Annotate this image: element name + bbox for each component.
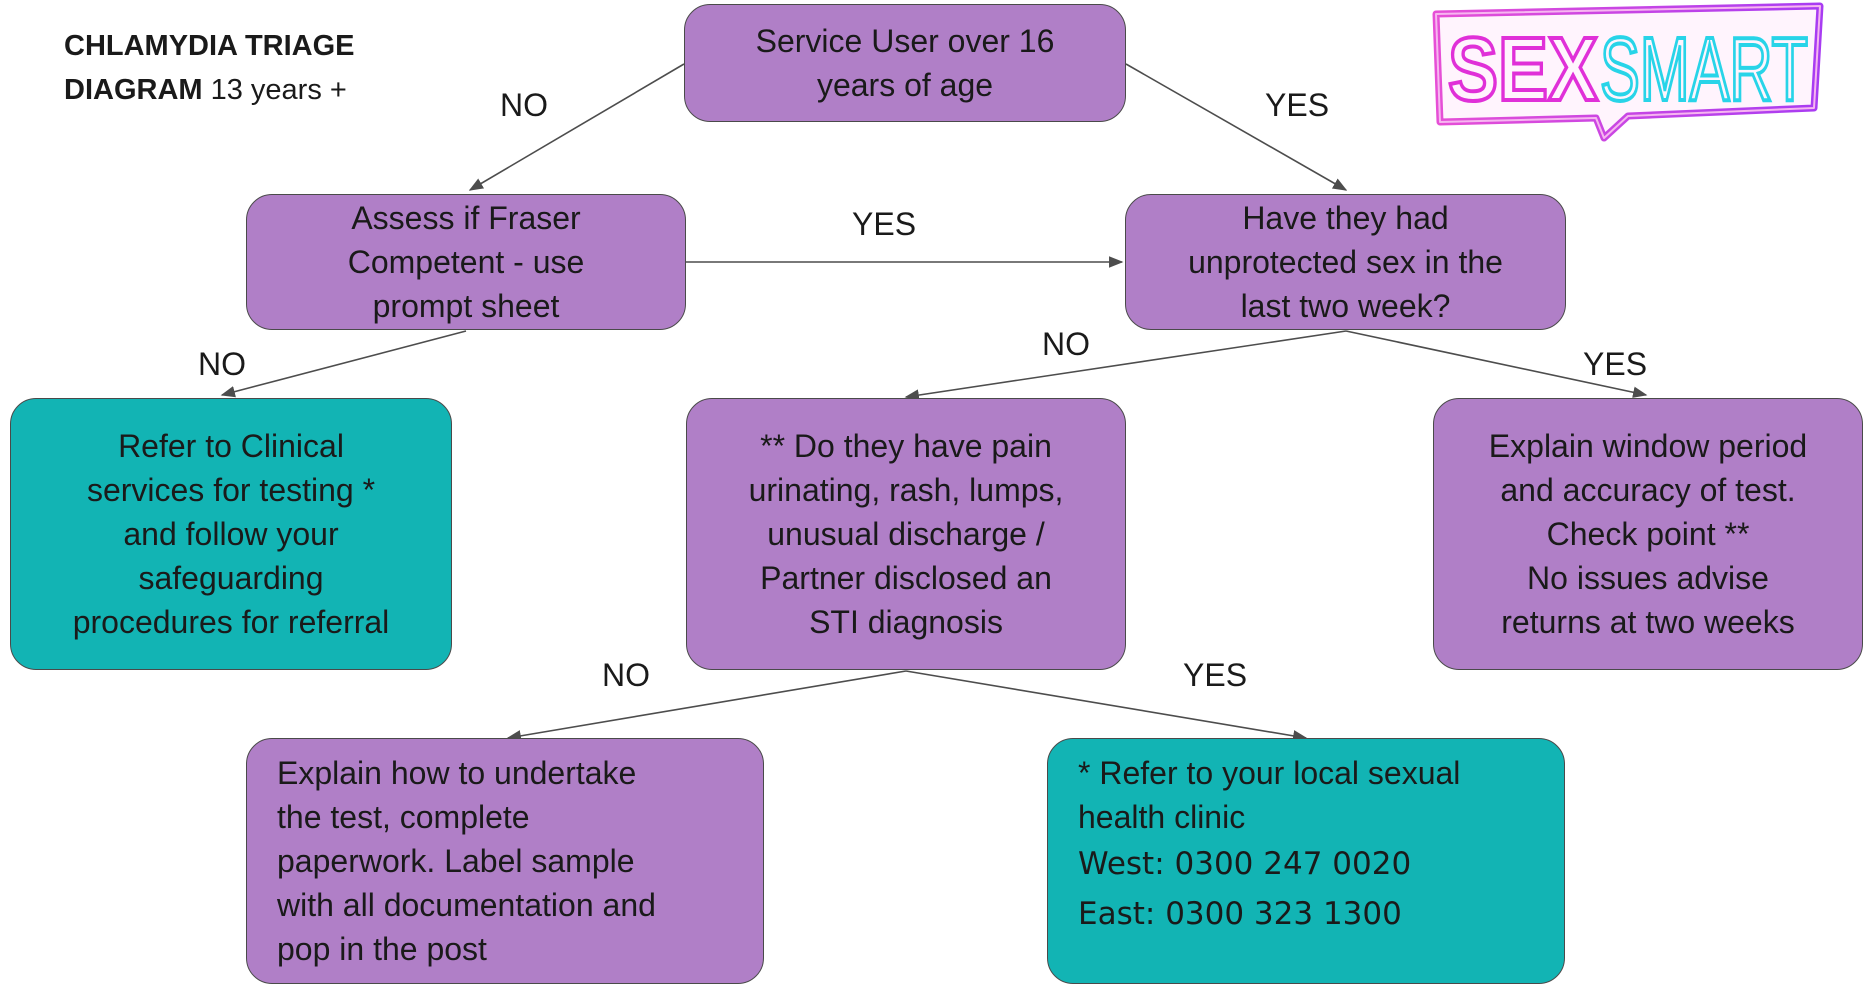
unprotected-line-2: unprotected sex in the — [1188, 244, 1503, 280]
explain-test-line-3: paperwork. Label sample — [277, 843, 635, 879]
age-check-line-1: Service User over 16 — [755, 23, 1055, 59]
window-period-line-3: Check point ** — [1546, 516, 1750, 552]
edge-label-age-yes: YES — [1265, 87, 1330, 123]
symptoms-line-2: urinating, rash, lumps, — [748, 472, 1064, 508]
age-check-node: Service User over 16 years of age — [684, 4, 1126, 122]
logo-smart-text: SMART — [1600, 20, 1808, 120]
explain-test-line-2: the test, complete — [277, 799, 530, 835]
window-period-line-1: Explain window period — [1488, 428, 1808, 464]
explain-test-line-1: Explain how to undertake — [277, 755, 637, 791]
window-period-line-2: and accuracy of test. — [1500, 472, 1796, 508]
title-bold-line1: CHLAMYDIA TRIAGE — [64, 30, 355, 62]
symptoms-line-5: STI diagnosis — [809, 604, 1003, 640]
edge-label-symptoms-yes: YES — [1183, 657, 1248, 693]
connector-unprotected-to-window-period — [1345, 330, 1648, 398]
connector-age-to-unprotected — [1125, 63, 1348, 191]
edge-label-age-no: NO — [500, 87, 548, 123]
title-bold-line2: DIAGRAM — [64, 74, 203, 106]
explain-test-line-5: pop in the post — [277, 931, 487, 967]
sexsmart-logo: SEX SMART — [1432, 2, 1824, 142]
window-period-line-4: No issues advise — [1527, 560, 1769, 596]
east-phone-number: East: 0300 323 1300 — [1078, 896, 1402, 932]
fraser-line-1: Assess if Fraser — [351, 200, 581, 236]
symptoms-node: ** Do they have pain urinating, rash, lu… — [686, 398, 1126, 670]
unprotected-sex-node: Have they had unprotected sex in the las… — [1125, 194, 1566, 330]
refer-clinical-node: Refer to Clinical services for testing *… — [10, 398, 452, 670]
symptoms-line-1: ** Do they have pain — [760, 428, 1052, 464]
connector-fraser-to-refer-clinical — [220, 330, 467, 398]
refer-clinical-line-3: and follow your — [123, 516, 339, 552]
refer-clinical-line-5: procedures for referral — [72, 604, 390, 640]
edge-label-fraser-yes: YES — [852, 206, 917, 242]
unprotected-line-3: last two week? — [1240, 288, 1451, 324]
logo-sex-text: SEX — [1448, 20, 1598, 120]
edge-label-fraser-no: NO — [198, 346, 246, 382]
connector-symptoms-to-refer-local — [905, 670, 1308, 742]
fraser-competence-node: Assess if Fraser Competent - use prompt … — [246, 194, 686, 330]
edge-label-unprotected-yes: YES — [1583, 346, 1648, 382]
fraser-line-2: Competent - use — [347, 244, 585, 280]
refer-local-line-2: health clinic — [1078, 799, 1246, 835]
connector-symptoms-to-explain-test — [506, 670, 907, 742]
window-period-node: Explain window period and accuracy of te… — [1433, 398, 1863, 670]
explain-test-node: Explain how to undertake the test, compl… — [246, 738, 764, 984]
refer-local-clinic-node: * Refer to your local sexual health clin… — [1047, 738, 1565, 984]
title-age-suffix: 13 years + — [210, 74, 347, 106]
edge-label-symptoms-no: NO — [602, 657, 650, 693]
symptoms-line-3: unusual discharge / — [767, 516, 1045, 552]
symptoms-line-4: Partner disclosed an — [760, 560, 1052, 596]
fraser-line-3: prompt sheet — [372, 288, 560, 324]
west-phone-number: West: 0300 247 0020 — [1078, 846, 1412, 882]
connector-age-to-fraser — [468, 63, 685, 191]
refer-clinical-line-2: services for testing * — [86, 472, 376, 508]
refer-local-line-1: * Refer to your local sexual — [1078, 755, 1461, 791]
refer-clinical-line-1: Refer to Clinical — [118, 428, 344, 464]
unprotected-line-1: Have they had — [1242, 200, 1449, 236]
connector-unprotected-to-symptoms — [904, 330, 1347, 401]
window-period-line-5: returns at two weeks — [1501, 604, 1795, 640]
explain-test-line-4: with all documentation and — [277, 887, 656, 923]
edge-label-unprotected-no: NO — [1042, 326, 1090, 362]
refer-clinical-line-4: safeguarding — [138, 560, 324, 596]
diagram-title: CHLAMYDIA TRIAGE DIAGRAM 13 years + — [64, 24, 355, 112]
age-check-line-2: years of age — [816, 67, 994, 103]
